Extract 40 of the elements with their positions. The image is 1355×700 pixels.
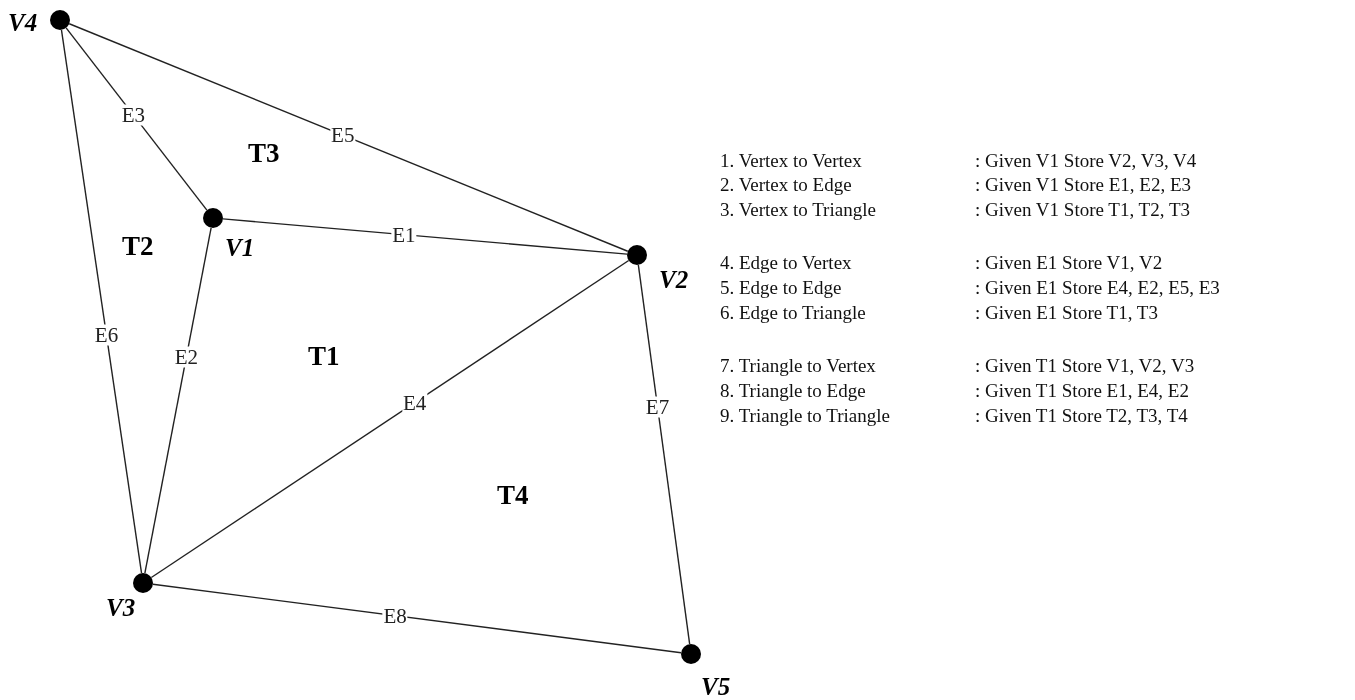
vertex-label: V3 xyxy=(106,595,136,620)
triangle-label: T3 xyxy=(248,140,280,167)
relation-name: 1. Vertex to Vertex xyxy=(720,151,862,170)
edge-label: E4 xyxy=(402,392,428,414)
edge-label: E2 xyxy=(173,346,200,368)
triangle-label: T4 xyxy=(497,482,529,509)
relation-name: 5. Edge to Edge xyxy=(720,278,842,297)
relation-description: : Given V1 Store T1, T2, T3 xyxy=(975,200,1190,219)
vertex-label: V1 xyxy=(225,235,255,260)
relation-description: : Given E1 Store E4, E2, E5, E3 xyxy=(975,278,1220,297)
relation-description: : Given T1 Store T2, T3, T4 xyxy=(975,406,1188,425)
relation-name: 3. Vertex to Triangle xyxy=(720,200,876,219)
triangle-label: T1 xyxy=(308,343,340,370)
vertex-label: V2 xyxy=(659,267,689,292)
edge-line xyxy=(60,29,143,574)
relation-description: : Given V1 Store E1, E2, E3 xyxy=(975,175,1191,194)
relation-description: : Given E1 Store V1, V2 xyxy=(975,253,1163,272)
vertex-label: V4 xyxy=(8,10,38,35)
relation-description: : Given T1 Store E1, E4, E2 xyxy=(975,381,1189,400)
edge-label: E3 xyxy=(120,104,147,126)
relation-name: 8. Triangle to Edge xyxy=(720,381,866,400)
edge-line xyxy=(222,218,628,255)
edge-line xyxy=(65,27,208,211)
edge-line xyxy=(637,264,691,645)
edge-line xyxy=(144,227,212,574)
edge-label: E6 xyxy=(93,324,120,346)
edge-line xyxy=(152,583,682,654)
relation-name: 4. Edge to Vertex xyxy=(720,253,852,272)
relation-name: 6. Edge to Triangle xyxy=(720,303,866,322)
vertex-label: V5 xyxy=(701,674,731,699)
triangle-label: T2 xyxy=(122,233,154,260)
edge-line xyxy=(68,23,629,252)
relation-description: : Given T1 Store V1, V2, V3 xyxy=(975,356,1195,375)
relation-description: : Given V1 Store V2, V3, V4 xyxy=(975,151,1197,170)
relation-name: 9. Triangle to Triangle xyxy=(720,406,890,425)
relation-name: 7. Triangle to Vertex xyxy=(720,356,876,375)
edge-line xyxy=(150,259,630,579)
edge-label: E7 xyxy=(644,396,671,418)
relation-description: : Given E1 Store T1, T3 xyxy=(975,303,1158,322)
relation-name: 2. Vertex to Edge xyxy=(720,175,852,194)
